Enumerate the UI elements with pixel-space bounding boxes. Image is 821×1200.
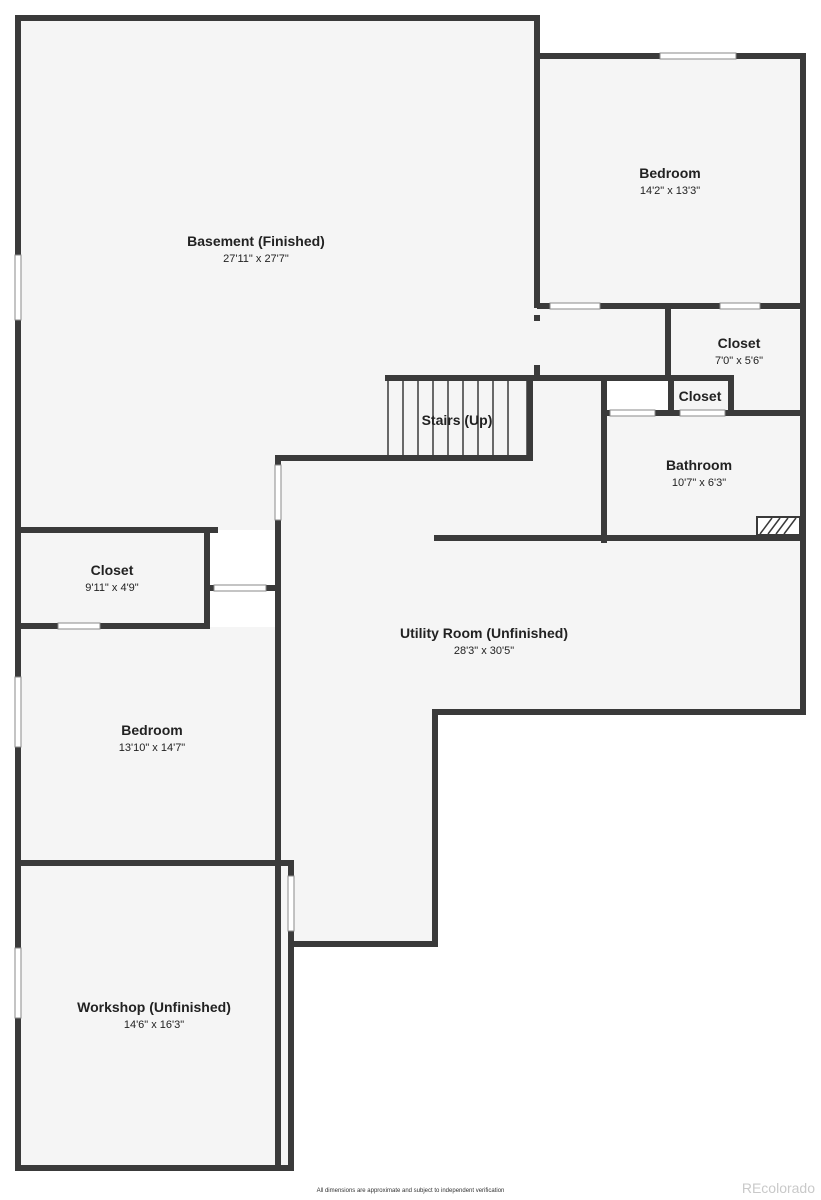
- room-dimensions: 27'11" x 27'7": [223, 253, 289, 265]
- door-gap: [287, 875, 295, 932]
- door-gap: [719, 302, 761, 310]
- room-labels: Basement (Finished) 27'11" x 27'7" Bedro…: [77, 165, 763, 1031]
- room-dimensions: 7'0" x 5'6": [715, 355, 763, 367]
- room-name: Closet: [718, 335, 761, 351]
- window: [14, 254, 22, 321]
- room-dimensions: 13'10" x 14'7": [119, 742, 186, 754]
- bedroom-1-floor: [540, 56, 803, 304]
- door-gap: [57, 622, 101, 630]
- room-name: Closet: [91, 562, 134, 578]
- room-name: Closet: [679, 388, 722, 404]
- room-name: Bedroom: [121, 722, 182, 738]
- room-dimensions: 10'7" x 6'3": [672, 477, 726, 489]
- door-gap: [274, 464, 282, 521]
- door-gap: [679, 409, 726, 417]
- door-gap: [549, 302, 601, 310]
- room-name: Stairs (Up): [422, 412, 493, 428]
- window: [14, 676, 22, 748]
- disclaimer-text: All dimensions are approximate and subje…: [316, 1188, 505, 1194]
- room-name: Bathroom: [666, 457, 732, 473]
- workshop-floor: [20, 864, 291, 1168]
- room-dimensions: 14'2" x 13'3": [640, 185, 700, 197]
- bedroom-2-floor: [20, 627, 276, 862]
- bathroom-fixture: [756, 516, 801, 536]
- room-name: Bedroom: [639, 165, 700, 181]
- door-gap: [609, 409, 656, 417]
- window: [659, 52, 737, 60]
- brand-watermark: REcolorado: [741, 1180, 815, 1196]
- room-dimensions: 9'11" x 4'9": [85, 582, 138, 594]
- closet-1-floor: [670, 310, 803, 413]
- door-gap: [213, 584, 267, 592]
- room-dimensions: 14'6" x 16'3": [124, 1019, 184, 1031]
- room-name: Utility Room (Unfinished): [400, 625, 568, 641]
- room-name: Workshop (Unfinished): [77, 999, 231, 1015]
- room-dimensions: 28'3" x 30'5": [454, 645, 514, 657]
- closet-3-floor: [20, 532, 207, 625]
- room-name: Basement (Finished): [187, 233, 325, 249]
- openings: [14, 52, 761, 1019]
- window: [14, 947, 22, 1019]
